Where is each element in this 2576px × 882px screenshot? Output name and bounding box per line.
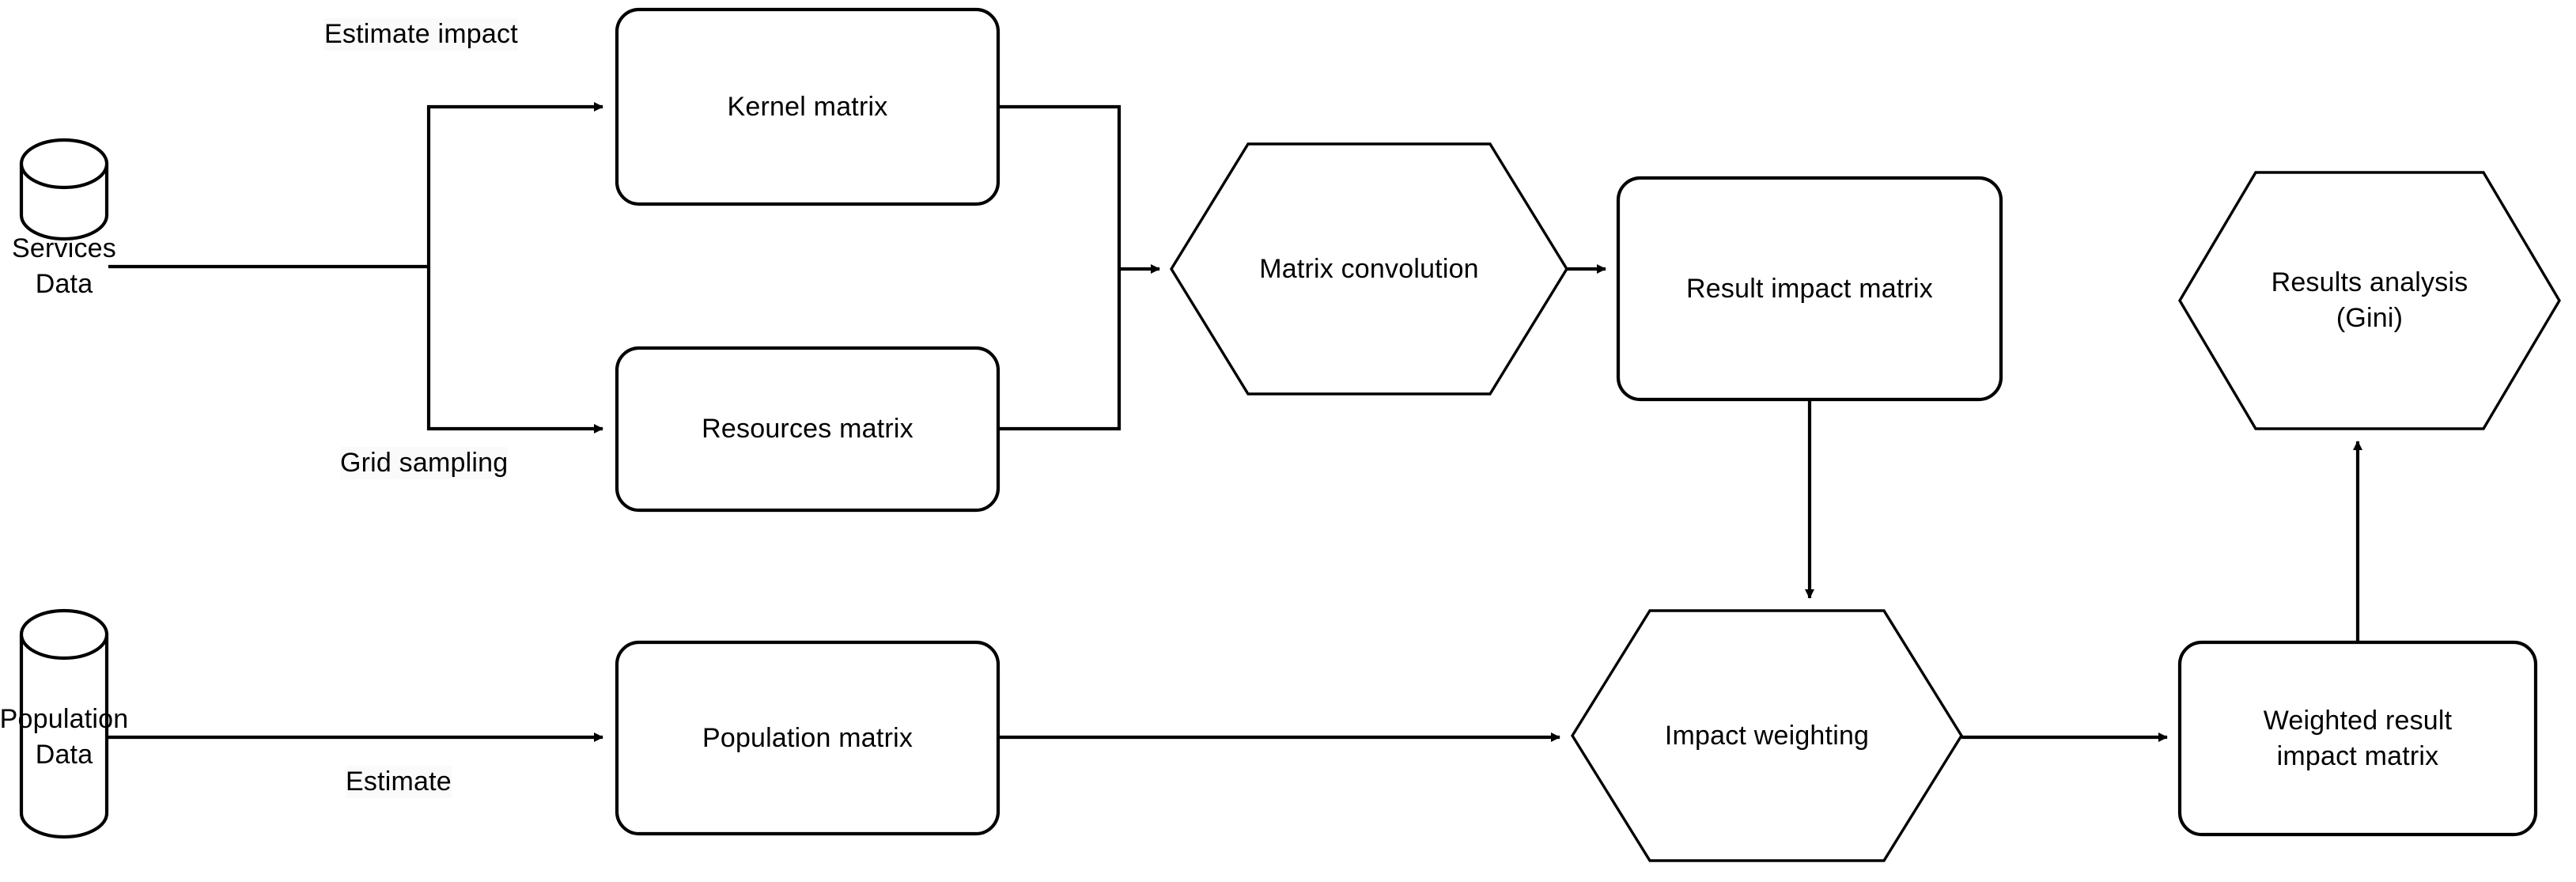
edge-label-estimate: Estimate	[346, 766, 452, 798]
shape-population-data[interactable]	[19, 608, 109, 839]
node-matrix-convolution[interactable]	[1171, 144, 1567, 394]
node-population-matrix[interactable]	[617, 642, 998, 834]
node-kernel-matrix[interactable]	[617, 9, 998, 204]
shape-results-analysis-gini[interactable]	[2178, 171, 2561, 430]
node-population-data[interactable]	[21, 611, 107, 837]
node-weighted-result-matrix[interactable]	[2180, 642, 2536, 835]
edge-services-to-resources	[426, 267, 603, 433]
node-results-analysis-gini[interactable]	[2180, 172, 2559, 429]
shape-services-data[interactable]	[19, 138, 109, 241]
node-services-data[interactable]	[21, 140, 107, 318]
edge-label-grid-sampling: Grid sampling	[340, 447, 509, 479]
node-resources-matrix[interactable]	[617, 348, 998, 510]
node-impact-weighting[interactable]	[1572, 611, 1961, 861]
edge-resources-to-bus	[998, 269, 1122, 431]
edge-kernel-to-bus	[998, 104, 1122, 269]
node-result-impact-matrix[interactable]	[1618, 178, 2001, 399]
edge-services-to-kernel	[426, 102, 603, 267]
edge-label-estimate-impact: Estimate impact	[324, 18, 518, 51]
